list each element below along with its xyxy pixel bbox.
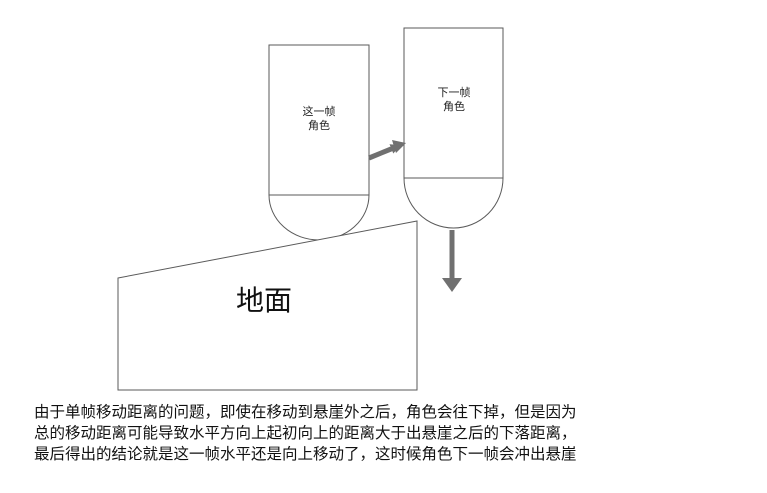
ground-shape <box>117 220 418 391</box>
next-frame-base <box>403 177 504 229</box>
next-frame-label: 下一帧 角色 <box>424 86 484 114</box>
movement-arrow <box>368 144 401 161</box>
next-frame-label-line1: 下一帧 <box>437 86 471 99</box>
current-frame-label: 这一帧 角色 <box>289 105 349 133</box>
current-frame-body <box>268 44 370 196</box>
fall-arrowhead <box>442 278 462 292</box>
movement-arrowhead <box>392 140 406 153</box>
caption-line-2: 总的移动距离可能导致水平方向上起初向上的距离大于出悬崖之后的下落距离， <box>34 424 577 442</box>
caption-line-1: 由于单帧移动距离的问题，即使在移动到悬崖外之后，角色会往下掉，但是因为 <box>34 403 577 421</box>
ground-label: 地面 <box>236 284 293 317</box>
current-frame-character <box>268 44 370 241</box>
caption: 由于单帧移动距离的问题，即使在移动到悬崖外之后，角色会往下掉，但是因为 总的移动… <box>34 402 764 465</box>
current-frame-label-line1: 这一帧 <box>302 105 336 118</box>
next-frame-label-line2: 角色 <box>443 100 465 113</box>
next-frame-character <box>403 27 504 229</box>
caption-line-3: 最后得出的结论就是这一帧水平还是向上移动了，这时候角色下一帧会冲出悬崖 <box>34 445 577 463</box>
current-frame-label-line2: 角色 <box>308 119 330 132</box>
